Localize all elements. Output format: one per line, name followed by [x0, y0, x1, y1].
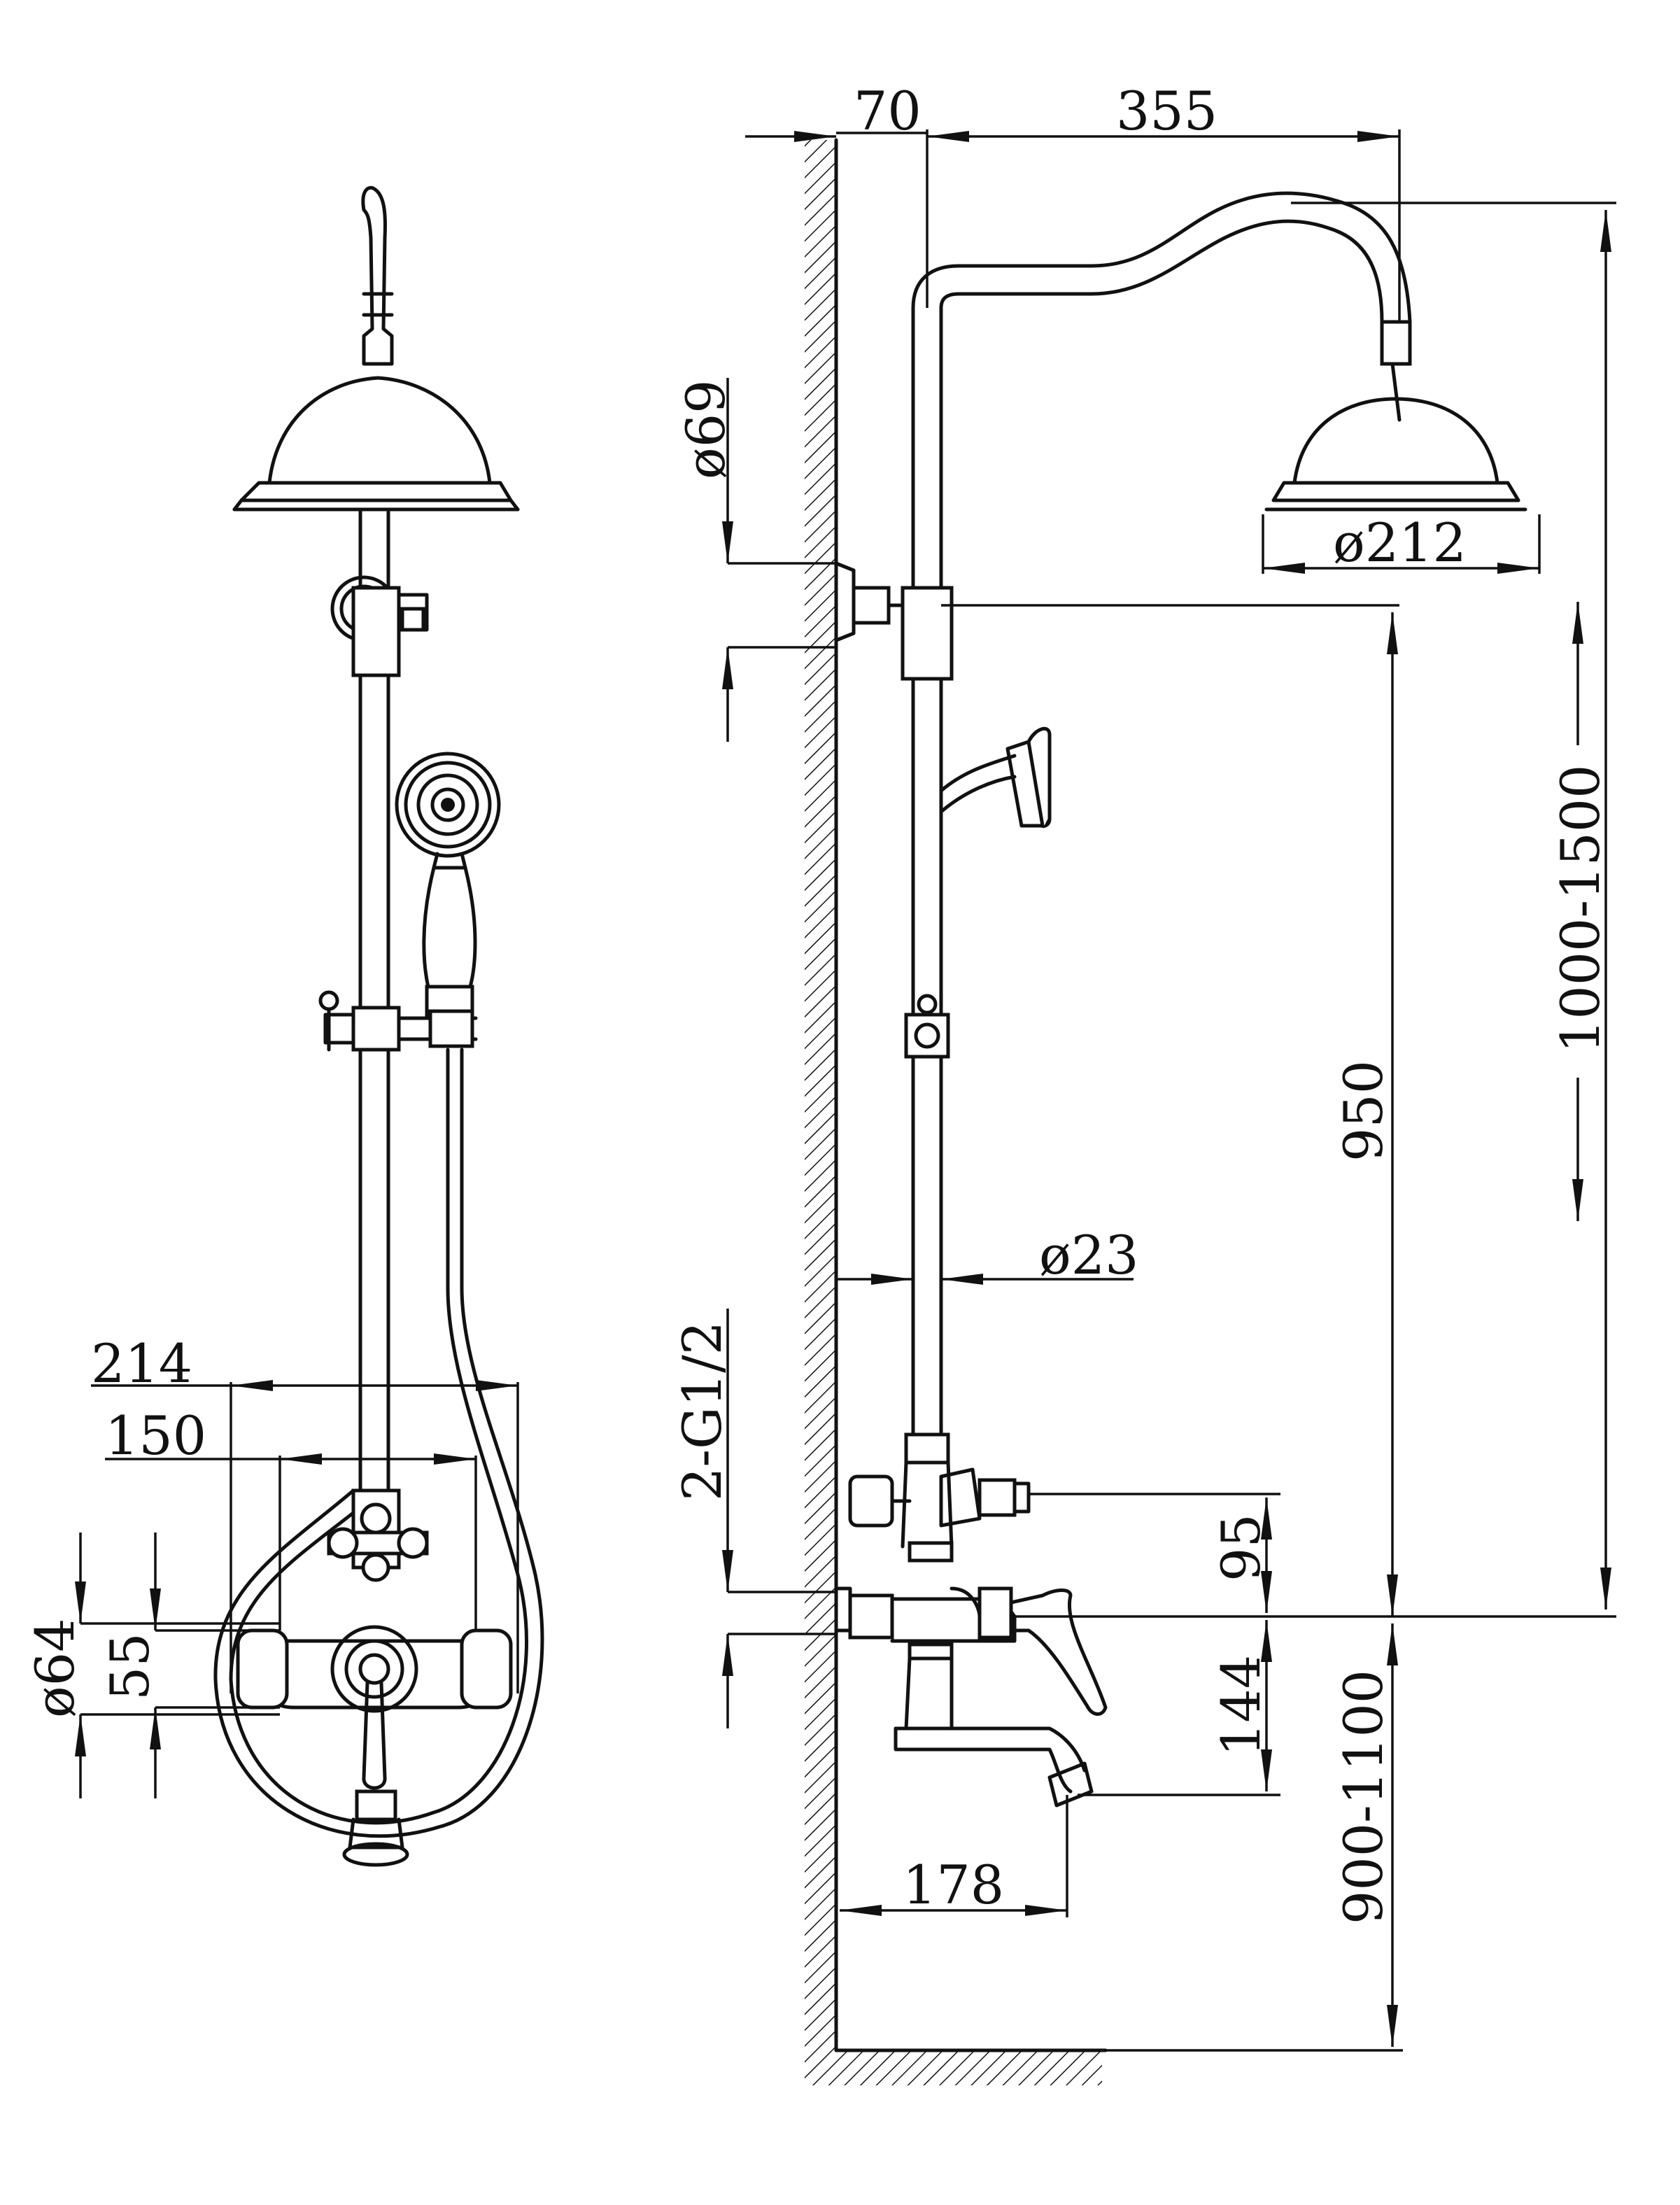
front-hose — [213, 1048, 544, 1838]
dim-55: 55 — [99, 1633, 161, 1700]
wall — [805, 138, 1108, 2085]
dim-950: 950 — [1332, 1060, 1395, 1162]
side-shower-head — [1264, 320, 1527, 512]
side-dimensions: 70 355 ø69 ø212 950 1000-1500 ø23 — [671, 80, 1616, 2052]
side-riser-pipe — [911, 191, 1412, 1444]
dim-95: 95 — [1210, 1514, 1272, 1581]
front-shower-head — [232, 376, 520, 512]
dim-900-1100: 900-1100 — [1332, 1670, 1395, 1924]
dim-d212: ø212 — [1333, 512, 1467, 574]
side-mixer — [834, 1432, 1108, 1808]
dim-1000-1500: 1000-1500 — [1549, 764, 1611, 1053]
front-wall-bracket — [330, 575, 429, 677]
dim-d64: ø64 — [24, 1619, 86, 1718]
dim-g12: 2-G1/2 — [671, 1321, 733, 1501]
front-hand-shower — [395, 752, 501, 1017]
dim-178: 178 — [903, 1854, 1004, 1916]
front-view — [213, 185, 544, 1867]
side-view — [805, 138, 1527, 2085]
side-wall-bracket — [834, 561, 954, 681]
front-diverter — [327, 1488, 429, 1582]
dim-d69: ø69 — [675, 380, 737, 479]
front-arm — [361, 185, 394, 366]
front-dimensions: 214 150 ø64 55 — [24, 1332, 519, 1798]
dim-355: 355 — [1116, 80, 1217, 142]
dim-d23: ø23 — [1039, 1224, 1138, 1286]
dim-214: 214 — [91, 1332, 192, 1395]
dim-70: 70 — [854, 80, 922, 142]
front-mixer-body — [236, 1625, 513, 1867]
dim-144: 144 — [1210, 1655, 1272, 1756]
dim-150: 150 — [105, 1404, 206, 1467]
front-slider — [318, 990, 478, 1052]
side-hand-holder — [939, 726, 1052, 829]
side-slider — [904, 994, 950, 1059]
